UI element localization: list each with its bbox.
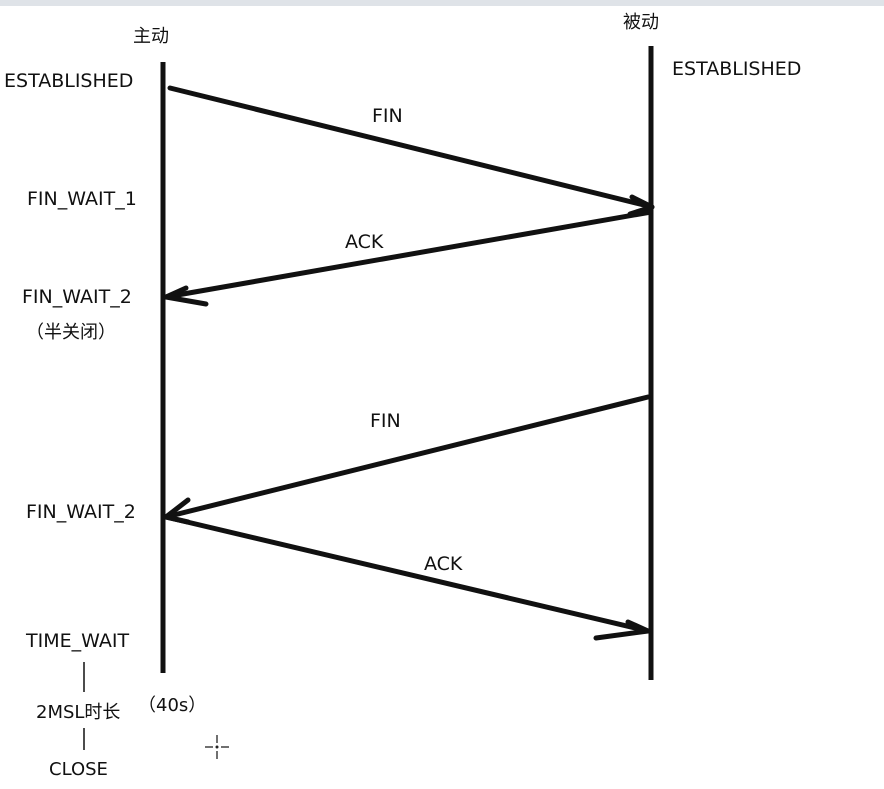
participant-active: 主动 xyxy=(133,26,169,47)
message-ack-2-line xyxy=(163,514,651,634)
state-passive-established: ESTABLISHED xyxy=(672,58,801,80)
message-ack-2-arrowhead xyxy=(593,619,651,641)
message-fin-1-line xyxy=(167,85,655,210)
state-fin-wait-2-second: FIN_WAIT_2 xyxy=(26,501,136,523)
state-time-wait: TIME_WAIT xyxy=(25,630,129,652)
state-active-established: ESTABLISHED xyxy=(4,70,133,92)
message-ack-2 xyxy=(163,514,651,641)
message-ack-1-line xyxy=(163,209,654,300)
message-fin-1-label: FIN xyxy=(372,105,403,127)
message-ack-1-arrowhead xyxy=(163,285,209,307)
message-fin-1 xyxy=(167,85,655,217)
message-fin-1-arrowhead xyxy=(627,194,655,217)
message-ack-2-label: ACK xyxy=(424,553,463,575)
message-ack-1-label: ACK xyxy=(345,231,384,253)
message-fin-2-label: FIN xyxy=(370,410,401,432)
state-half-close: （半关闭） xyxy=(26,322,116,343)
state-fin-wait-2-first: FIN_WAIT_2 xyxy=(22,286,132,308)
participant-passive: 被动 xyxy=(623,12,659,33)
state-msl-seconds: （40s） xyxy=(138,695,206,716)
message-fin-2-line xyxy=(163,394,651,520)
message-fin-2 xyxy=(163,394,651,525)
state-close: CLOSE xyxy=(49,759,108,780)
message-ack-1 xyxy=(163,209,654,307)
state-fin-wait-1: FIN_WAIT_1 xyxy=(27,188,137,210)
crosshair-cursor-icon xyxy=(205,735,229,759)
window-top-edge xyxy=(0,0,884,6)
state-msl-duration: 2MSL时长 xyxy=(36,702,120,723)
